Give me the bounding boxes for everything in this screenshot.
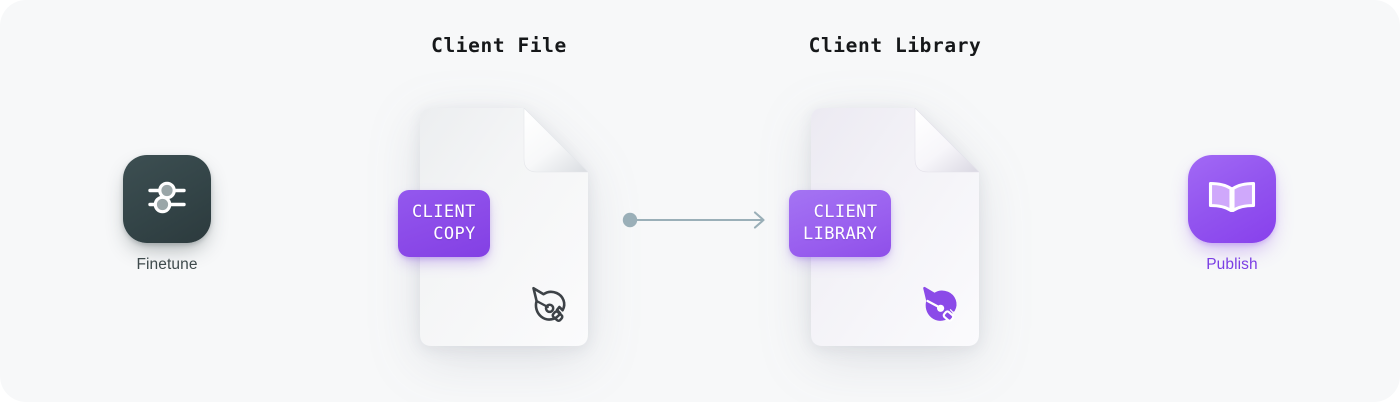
publish-label: Publish <box>1206 256 1258 273</box>
client-library-heading: Client Library <box>808 34 982 57</box>
client-file-heading: Client File <box>431 34 567 57</box>
pen-nib-icon-outline <box>526 282 572 328</box>
pen-nib-icon-filled <box>917 282 963 328</box>
transfer-arrow <box>622 206 774 234</box>
stage-finetune[interactable]: Finetune <box>123 155 211 274</box>
document-sheet-lavender <box>811 108 979 346</box>
badge-line-2: COPY <box>433 224 476 245</box>
open-book-icon <box>1206 171 1258 228</box>
badge-line-1: CLIENT <box>813 202 878 222</box>
finetune-label: Finetune <box>136 256 198 273</box>
finetune-app-tile[interactable] <box>123 155 211 243</box>
badge-line-1: CLIENT <box>412 202 476 222</box>
publish-app-tile[interactable] <box>1188 155 1276 243</box>
sliders-icon <box>141 171 193 228</box>
badge-line-2: LIBRARY <box>803 224 878 245</box>
stage-publish[interactable]: Publish <box>1188 155 1276 274</box>
document-sheet-white <box>420 108 588 346</box>
